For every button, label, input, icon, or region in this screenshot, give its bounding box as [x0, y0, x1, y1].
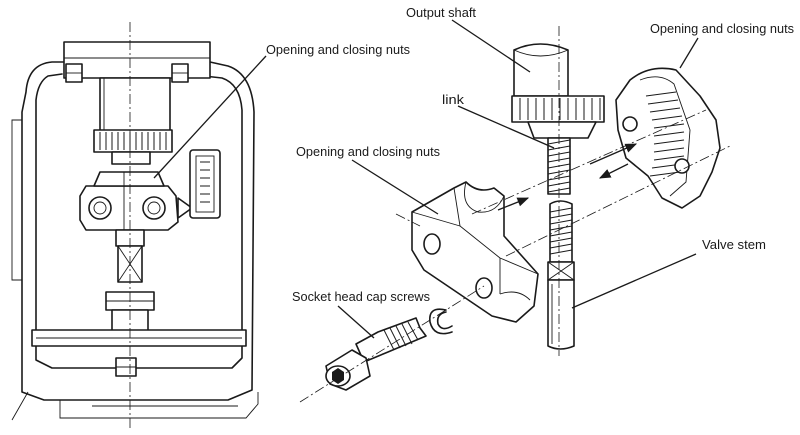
housing-outer: [21, 61, 255, 401]
leader-valve-stem: [571, 253, 697, 309]
nut-half-right: [615, 67, 721, 209]
assembled-actuator-view: [11, 22, 259, 430]
nut-half-middle: [411, 181, 539, 323]
label-nuts-left-view: Opening and closing nuts: [266, 43, 410, 57]
position-gauge: [189, 149, 221, 219]
leader-nuts-left-view: [153, 55, 267, 179]
leader-nuts-right: [679, 37, 699, 69]
arrow-nut-right-engage: [589, 143, 638, 165]
output-shaft: [99, 77, 171, 137]
retaining-ring: [429, 308, 453, 335]
output-shaft-exploded: [511, 43, 605, 139]
label-link: link: [442, 93, 465, 107]
leader-nuts-middle: [351, 159, 439, 215]
label-output-shaft: Output shaft: [406, 6, 477, 20]
arrow-nut-middle-engage: [497, 197, 530, 211]
label-nuts-middle: Opening and closing nuts: [296, 145, 440, 159]
label-socket-screws: Socket head cap screws: [292, 290, 430, 304]
socket-head-cap-screw: [325, 317, 427, 391]
top-flange: [63, 41, 211, 79]
label-nuts-right: Opening and closing nuts: [650, 22, 794, 36]
housing-inner: [35, 73, 243, 369]
valve-stem-exploded: [547, 200, 575, 350]
leader-output-shaft: [451, 19, 531, 73]
arrow-separate: [598, 163, 629, 179]
leader-socket-screws: [337, 305, 375, 339]
exploded-view: [299, 26, 731, 403]
label-valve-stem: Valve stem: [702, 238, 766, 252]
leader-link: [457, 105, 555, 149]
